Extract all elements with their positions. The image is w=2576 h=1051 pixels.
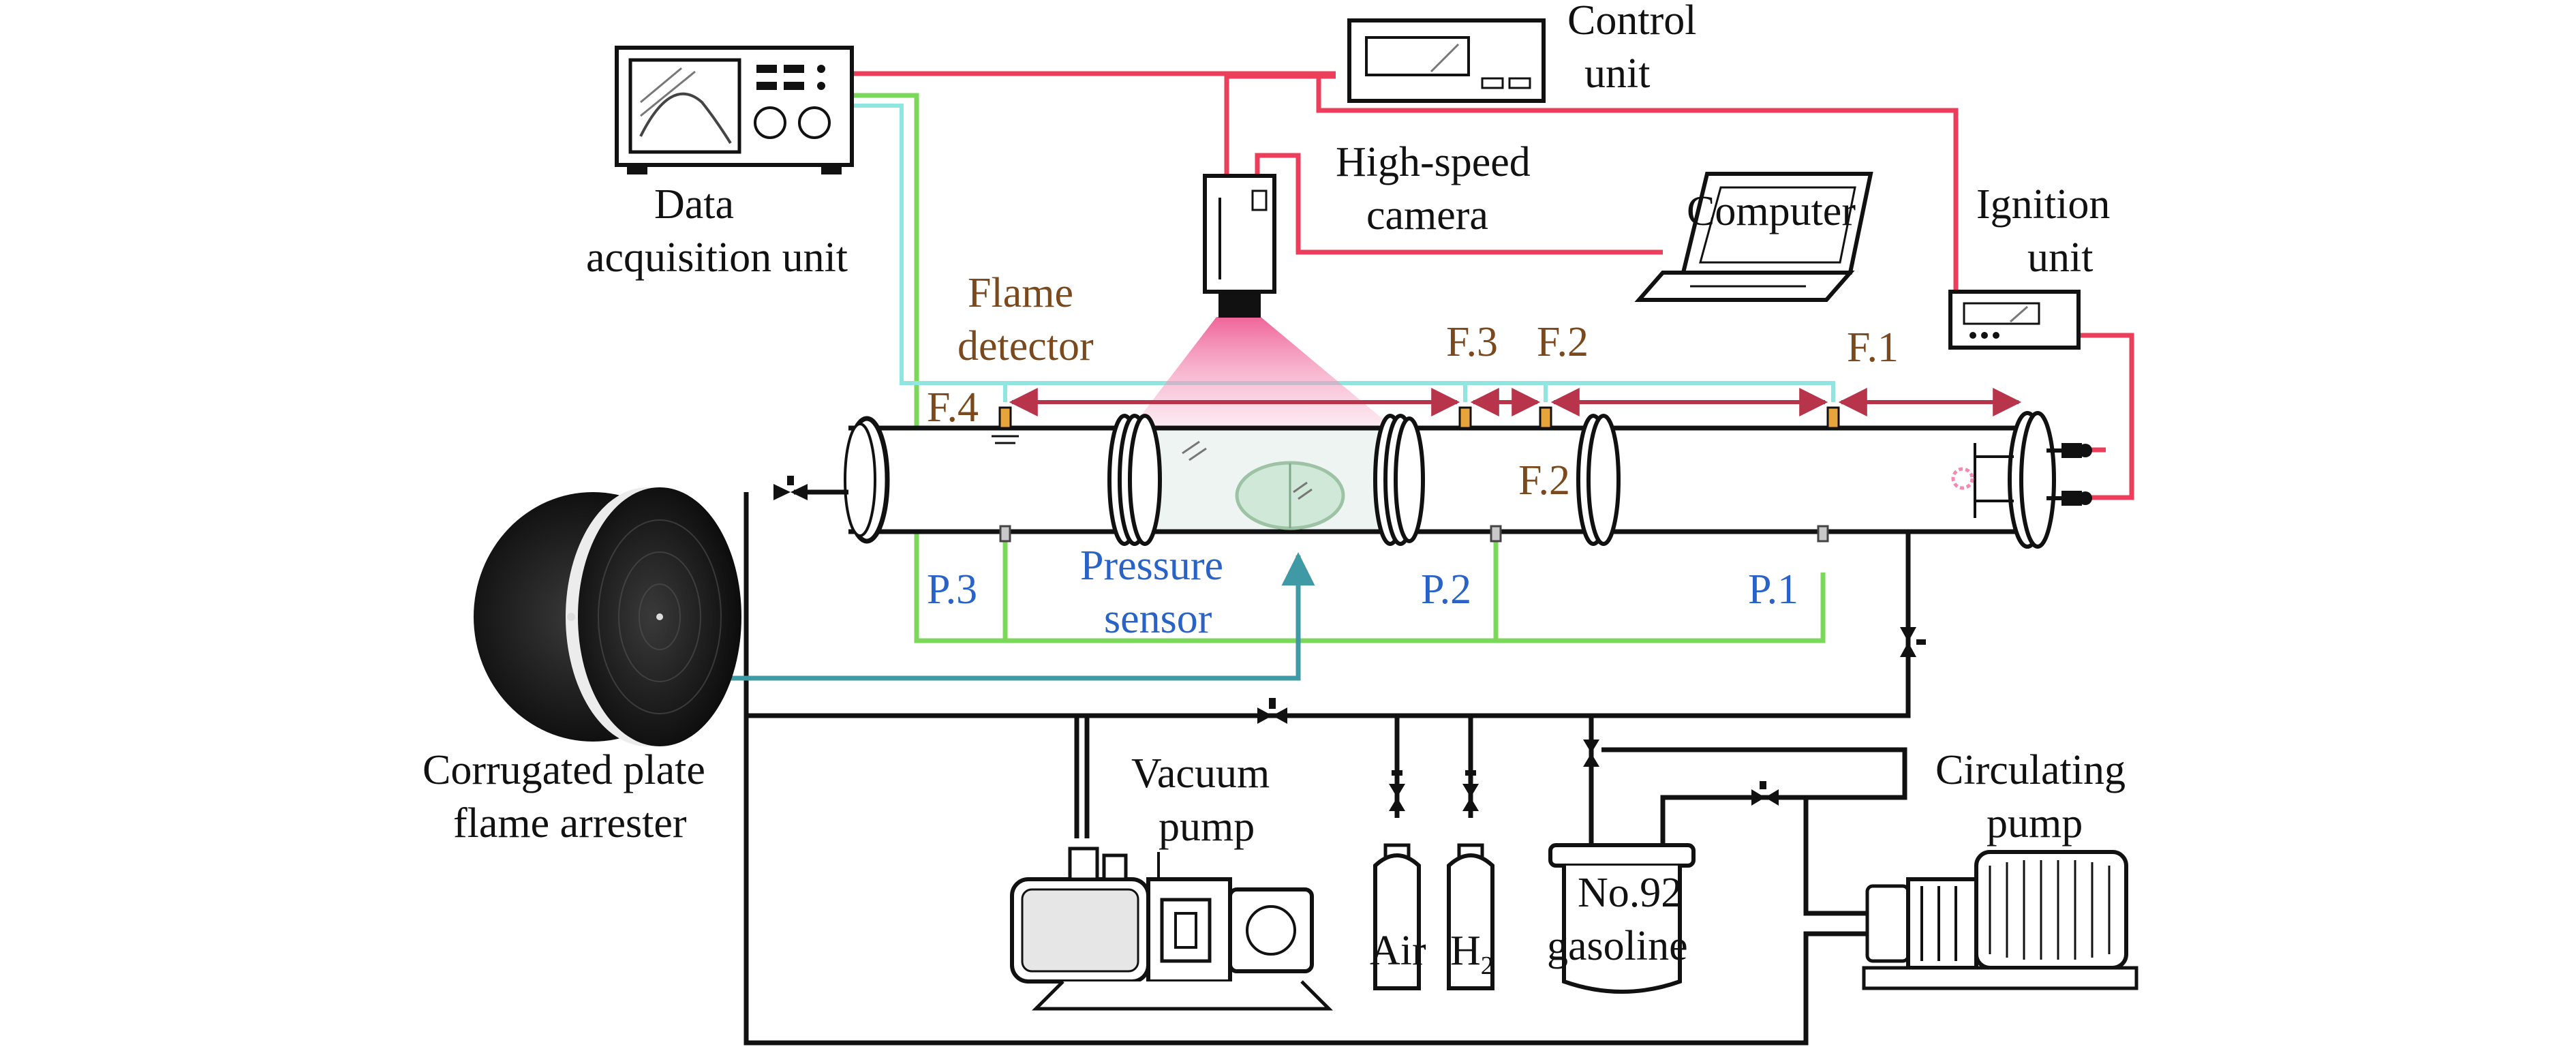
circulating-pump-icon	[1862, 850, 2138, 990]
pressure-sensor-link	[705, 552, 1315, 681]
gas-cylinder-icon	[1373, 843, 1494, 990]
sensor-label-f2-mid: F.2	[1518, 457, 1570, 504]
sensor-label-p1: P.1	[1748, 566, 1798, 613]
h2-label: H2	[1450, 928, 1494, 980]
camera-light-beam	[1131, 317, 1394, 428]
flame-sensor-labels: F.4 F.3 F.2 F.2 F.1	[927, 319, 1899, 504]
sensor-label-f4: F.4	[927, 384, 979, 431]
data-acquisition-device-icon	[615, 46, 854, 174]
combustion-tube	[844, 411, 2092, 549]
gas-pipelines	[743, 489, 1911, 1046]
flame-arrester-disc-icon	[474, 487, 741, 746]
air-label: Air	[1370, 928, 1426, 974]
laptop-computer-icon	[1634, 172, 1873, 302]
flame-detector-posts	[998, 406, 1840, 429]
computer-label: Computer	[1687, 188, 1856, 234]
pressure-sensor-cables	[852, 93, 1826, 643]
gasoline-tank-icon	[1548, 843, 1696, 994]
control-unit-device-icon	[1347, 18, 1546, 103]
sensor-label-f2-top: F.2	[1537, 319, 1589, 365]
high-speed-camera-icon	[1203, 174, 1276, 318]
pressure-sensor-labels: P.3 P.2 P.1	[927, 566, 1798, 613]
sensor-label-p3: P.3	[927, 566, 977, 613]
pressure-sensor-posts	[999, 525, 1829, 543]
sensor-label-p2: P.2	[1421, 566, 1471, 613]
sensor-label-f1: F.1	[1847, 324, 1899, 371]
ignition-unit-device-icon	[1948, 290, 2081, 350]
spark-igniter-icon	[1951, 443, 2014, 518]
valve-icon	[773, 476, 1926, 811]
sensor-label-f3: F.3	[1446, 319, 1498, 365]
vacuum-pump-icon	[1010, 847, 1334, 1011]
flame-detector-cables	[852, 104, 1835, 402]
